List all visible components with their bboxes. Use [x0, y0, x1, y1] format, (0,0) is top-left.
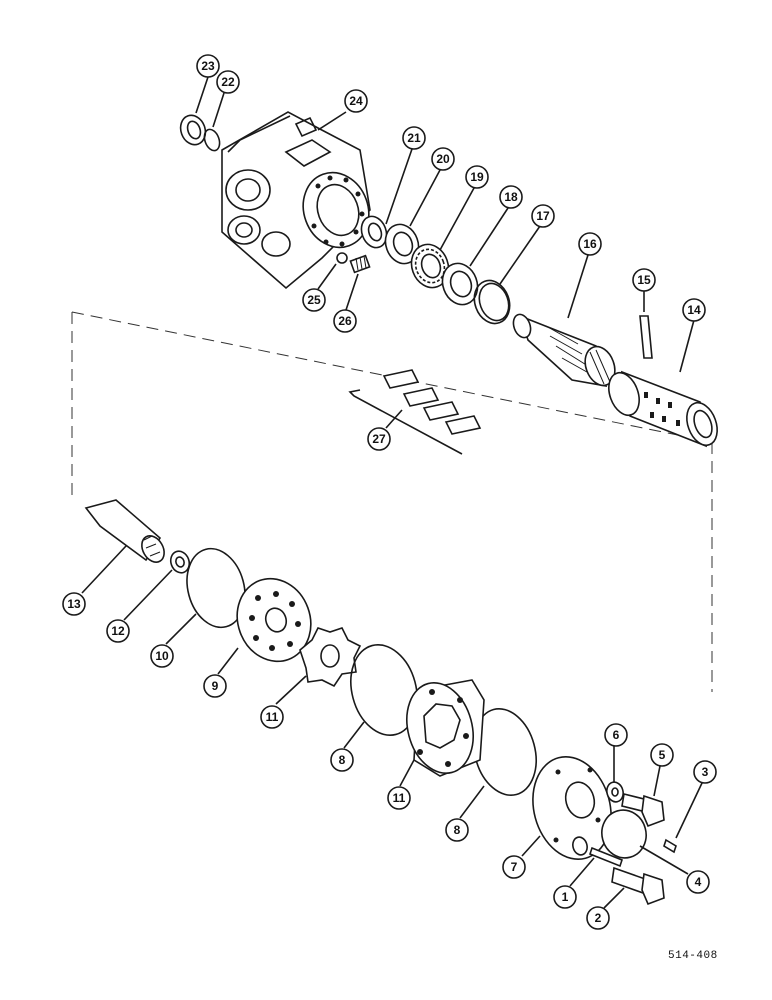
callout-8-lower: 8: [445, 818, 469, 842]
part-12-spacer: [169, 550, 191, 574]
callout-11-lower-number: 11: [393, 791, 406, 805]
callout-20: 20: [431, 147, 455, 171]
callout-1: 1: [553, 885, 577, 909]
part-15-cross-pin: [639, 315, 653, 359]
callout-6-number: 6: [613, 728, 620, 742]
callout-11-upper: 11: [260, 705, 284, 729]
callout-27-number: 27: [372, 432, 386, 446]
callout-5-number: 5: [659, 748, 666, 762]
callout-12-number: 12: [111, 624, 125, 638]
callout-16-number: 16: [583, 237, 597, 251]
part-14-sleeve: [608, 370, 718, 448]
part-24-valve-housing: [221, 111, 371, 290]
callout-7: 7: [502, 855, 526, 879]
callout-26-number: 26: [338, 314, 352, 328]
callout-1-number: 1: [562, 890, 569, 904]
callout-11-upper-number: 11: [266, 710, 279, 724]
callout-3: 3: [693, 760, 717, 784]
callout-3-number: 3: [702, 765, 709, 779]
callout-9: 9: [203, 674, 227, 698]
part-26-threaded-bushing: [349, 254, 371, 274]
part-23-dust-seal: [179, 114, 207, 146]
callout-14-number: 14: [687, 303, 701, 317]
callout-22: 22: [216, 70, 240, 94]
callout-13: 13: [62, 592, 86, 616]
callout-23: 23: [196, 54, 220, 78]
callout-26: 26: [333, 309, 357, 333]
part-6-washer: [606, 781, 624, 803]
part-2-bolt: [611, 866, 665, 906]
callout-19-number: 19: [470, 170, 484, 184]
callout-4: 4: [686, 870, 710, 894]
part-16-spool: [512, 313, 616, 388]
callout-25-number: 25: [307, 293, 321, 307]
callout-22-number: 22: [221, 75, 235, 89]
part-5-bolt: [621, 793, 665, 828]
part-27-centering-springs: [348, 369, 482, 455]
callout-11-lower: 11: [387, 786, 411, 810]
callout-15: 15: [632, 268, 656, 292]
callout-12: 12: [106, 619, 130, 643]
dashed-outline: [71, 311, 713, 692]
callout-24: 24: [344, 89, 368, 113]
part-21-bearing-race: [360, 215, 388, 249]
part-13-drive-shaft: [84, 499, 165, 563]
callout-21: 21: [402, 126, 426, 150]
callout-7-number: 7: [511, 860, 518, 874]
callout-23-number: 23: [201, 59, 215, 73]
part-4-cover-plate: [601, 809, 647, 859]
callout-9-number: 9: [212, 679, 219, 693]
callout-2-number: 2: [595, 911, 602, 925]
part-10-o-ring: [186, 547, 246, 629]
part-3-screw: [663, 838, 677, 854]
callout-8-upper-number: 8: [339, 753, 346, 767]
callout-18-number: 18: [504, 190, 518, 204]
part-9-distributor-plate: [236, 577, 312, 663]
callout-4-number: 4: [695, 875, 702, 889]
part-20-washer: [384, 223, 420, 265]
callout-17: 17: [531, 204, 555, 228]
callout-19: 19: [465, 165, 489, 189]
callout-6: 6: [604, 723, 628, 747]
callout-16: 16: [578, 232, 602, 256]
part-22-o-ring: [203, 128, 221, 152]
part-17-spring-ring: [473, 279, 511, 325]
part-19-thrust-bearing: [410, 243, 450, 289]
part-1-pin-and-washer: [572, 836, 623, 868]
part-11-rotor-gear: [299, 627, 362, 688]
part-7-end-cap: [532, 756, 612, 860]
callout-24-number: 24: [349, 94, 363, 108]
callout-8-lower-number: 8: [454, 823, 461, 837]
callout-8-upper: 8: [330, 748, 354, 772]
callout-14: 14: [682, 298, 706, 322]
callout-5: 5: [650, 743, 674, 767]
callout-2: 2: [586, 906, 610, 930]
part-11-stator-ring: [406, 679, 485, 777]
callout-13-number: 13: [67, 597, 81, 611]
part-18-bearing-race: [441, 262, 479, 306]
drawing-reference-number: 514-408: [668, 950, 718, 962]
callout-15-number: 15: [637, 273, 651, 287]
leader-lines: [81, 76, 703, 909]
callout-20-number: 20: [436, 152, 450, 166]
callout-25: 25: [302, 288, 326, 312]
part-25-check-ball: [336, 252, 348, 264]
callout-10-number: 10: [155, 649, 169, 663]
part-8-o-ring-upper: [350, 644, 418, 736]
callout-27: 27: [367, 427, 391, 451]
callout-18: 18: [499, 185, 523, 209]
callout-10: 10: [150, 644, 174, 668]
callout-17-number: 17: [536, 209, 550, 223]
callout-21-number: 21: [407, 131, 421, 145]
